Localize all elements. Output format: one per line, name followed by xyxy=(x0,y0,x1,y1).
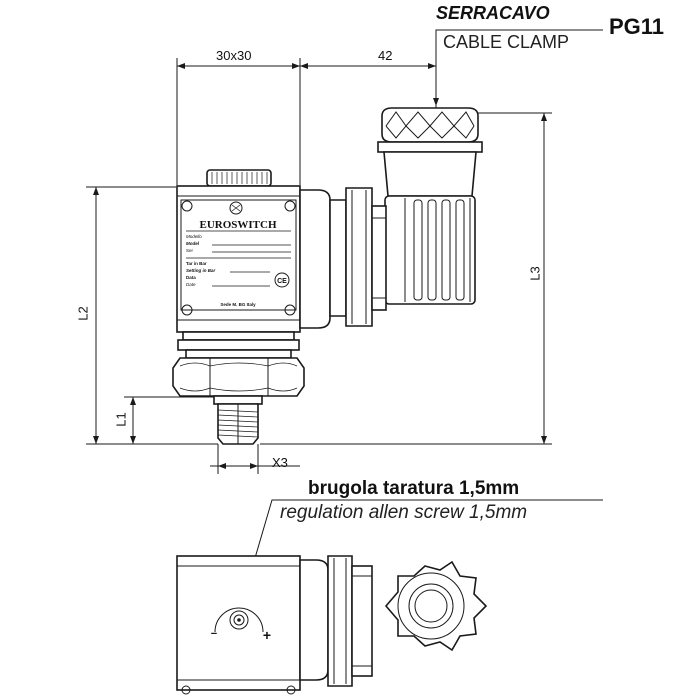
screw-label-en: regulation allen screw 1,5mm xyxy=(280,502,528,523)
switch-bottom-view: − + xyxy=(176,555,301,695)
cable-clamp-label-en: CABLE CLAMP xyxy=(443,32,570,52)
svg-text:Tar in Bar: Tar in Bar xyxy=(186,261,207,266)
nameplate: EUROSWITCH Modello Model Ser Tar in Bar … xyxy=(180,199,297,311)
dim-connector-length: 42 xyxy=(378,48,393,63)
plus-sign: + xyxy=(263,627,271,643)
svg-text:Setting in Bar: Setting in Bar xyxy=(186,268,216,273)
switch-front-view xyxy=(172,169,305,445)
dim-l3: L3 xyxy=(527,266,543,281)
svg-text:CE: CE xyxy=(277,278,287,285)
dim-body-width: 30x30 xyxy=(216,48,252,63)
svg-text:Sede M. BG Italy: Sede M. BG Italy xyxy=(220,302,256,307)
dim-l1: L1 xyxy=(113,412,129,427)
svg-text:Model: Model xyxy=(186,241,200,246)
svg-text:Ser: Ser xyxy=(186,248,194,253)
connector-bottom-view xyxy=(299,555,488,687)
dimension-lines xyxy=(86,29,603,618)
connector-front-view xyxy=(299,107,483,329)
screw-label-it: brugola taratura 1,5mm xyxy=(308,478,520,499)
svg-text:Date: Date xyxy=(186,282,196,287)
thread-size-label: PG11 xyxy=(609,14,665,39)
cable-clamp-label-it: SERRACAVO xyxy=(436,3,550,23)
dim-l2: L2 xyxy=(75,306,91,321)
svg-text:Data: Data xyxy=(186,275,196,280)
nameplate-brand: EUROSWITCH xyxy=(199,219,276,231)
dim-x3: X3 xyxy=(272,455,288,470)
minus-sign: − xyxy=(211,628,217,640)
svg-text:Modello: Modello xyxy=(186,234,202,239)
